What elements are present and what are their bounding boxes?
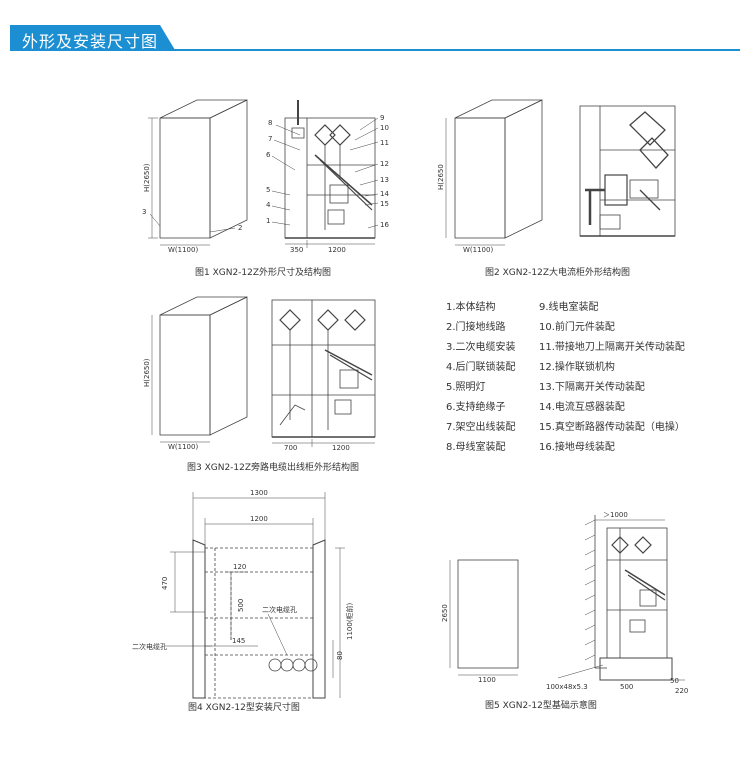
fig4-cable-hole-label-right: 二次电缆孔 — [262, 605, 297, 614]
fig1-dim-1200: 1200 — [328, 246, 346, 254]
legend-item: 9.线电室装配 — [539, 302, 599, 313]
fig1-leader-lines — [271, 117, 379, 248]
fig4-dim-500: 500 — [237, 599, 245, 612]
fig1-label-6: 6 — [266, 151, 271, 159]
fig1-label-15: 15 — [380, 200, 389, 208]
fig4-caption: 图4 XGN2-12型安装尺寸图 — [188, 701, 300, 713]
fig4-install-drawing — [165, 492, 345, 699]
fig5-steel-spec: 100x48x5.3 — [546, 683, 588, 691]
fig4-dim-470: 470 — [161, 577, 169, 590]
fig5-dim-1100: 1100 — [478, 676, 496, 684]
fig4-cable-hole-label-left: 二次电缆孔 — [132, 642, 167, 651]
legend-item: 1.本体结构 — [446, 302, 496, 313]
fig2-height-label: H(2650 — [437, 164, 445, 190]
fig1-dim-350: 350 — [290, 246, 303, 254]
fig5-dim-1000: ＞1000 — [603, 511, 628, 519]
fig1-label-12: 12 — [380, 160, 389, 168]
fig1-label-10: 10 — [380, 124, 389, 132]
header-tab — [10, 25, 175, 50]
legend-item: 15.真空断路器传动装配（电操） — [539, 422, 685, 433]
legend-item: 6.支持绝缘子 — [446, 402, 506, 413]
section-title: 外形及安装尺寸图 — [22, 32, 159, 51]
fig4-dim-145: 145 — [232, 637, 245, 645]
legend-item: 4.后门联锁装配 — [446, 362, 516, 373]
fig1-label-14: 14 — [380, 190, 389, 198]
fig1-label-2: 2 — [238, 224, 242, 232]
fig1-caption: 图1 XGN2-12Z外形尺寸及结构图 — [195, 266, 331, 278]
fig5-dim-2650: 2650 — [441, 604, 449, 622]
fig4-dim-1200: 1200 — [250, 515, 268, 523]
fig1-label-13: 13 — [380, 176, 389, 184]
fig1-label-4: 4 — [266, 201, 271, 209]
legend-item: 11.带接地刀上隔离开关传动装配 — [539, 342, 685, 353]
fig5-caption: 图5 XGN2-12型基础示意图 — [485, 699, 597, 711]
fig4-dim-120: 120 — [233, 563, 246, 571]
fig3-dim-700: 700 — [284, 444, 297, 452]
fig3-width-label: W(1100) — [168, 443, 198, 451]
legend-item: 7.架空出线装配 — [446, 422, 516, 433]
legend-item: 10.前门元件装配 — [539, 322, 615, 333]
fig5-foundation-drawing — [449, 515, 685, 681]
fig1-label-11: 11 — [380, 139, 389, 147]
fig2-width-label: W(1100) — [463, 246, 493, 254]
fig5-dim-500: 500 — [620, 683, 633, 691]
fig4-dim-1100: 1100(柜前) — [345, 602, 354, 640]
fig3-height-label: H(2650) — [143, 358, 151, 387]
header-underline — [10, 49, 740, 51]
fig1-width-label: W(1100) — [168, 246, 198, 254]
legend-item: 8.母线室装配 — [446, 442, 506, 453]
legend-item: 3.二次电缆安装 — [446, 342, 516, 353]
fig1-label-16: 16 — [380, 221, 389, 229]
legend-item: 13.下隔离开关传动装配 — [539, 382, 645, 393]
fig3-section-drawing — [271, 299, 376, 447]
fig4-dim-80: 80 — [336, 651, 344, 660]
fig1-height-label: H(2650) — [143, 163, 151, 192]
fig1-label-7: 7 — [268, 135, 272, 143]
fig3-dim-1200: 1200 — [332, 444, 350, 452]
legend-item: 2.门接地线路 — [446, 322, 506, 333]
fig1-dimension-lines — [148, 117, 236, 246]
fig1-label-5: 5 — [266, 186, 270, 194]
fig3-cabinet-box — [151, 296, 248, 443]
fig3-caption: 图3 XGN2-12Z旁路电缆出线柜外形结构图 — [187, 461, 359, 473]
fig1-label-9: 9 — [380, 114, 384, 122]
fig5-dim-50: 50 — [670, 677, 679, 685]
fig2-cabinet-box — [445, 99, 543, 246]
fig2-section-drawing — [579, 105, 676, 237]
legend-item: 5.照明灯 — [446, 382, 486, 393]
fig1-label-3: 3 — [142, 208, 146, 216]
fig4-dim-1300: 1300 — [250, 489, 268, 497]
fig1-label-8: 8 — [268, 119, 272, 127]
fig1-label-1: 1 — [266, 217, 270, 225]
fig1-section-drawing — [284, 100, 376, 239]
legend-item: 12.操作联锁机构 — [539, 362, 615, 373]
legend-item: 16.接地母线装配 — [539, 442, 615, 453]
section-header: 外形及安装尺寸图 — [0, 0, 750, 52]
fig5-dim-220: 220 — [675, 687, 688, 695]
fig1-cabinet-box — [159, 99, 248, 239]
fig2-caption: 图2 XGN2-12Z大电流柜外形结构图 — [485, 266, 630, 278]
legend-item: 14.电流互感器装配 — [539, 402, 625, 413]
